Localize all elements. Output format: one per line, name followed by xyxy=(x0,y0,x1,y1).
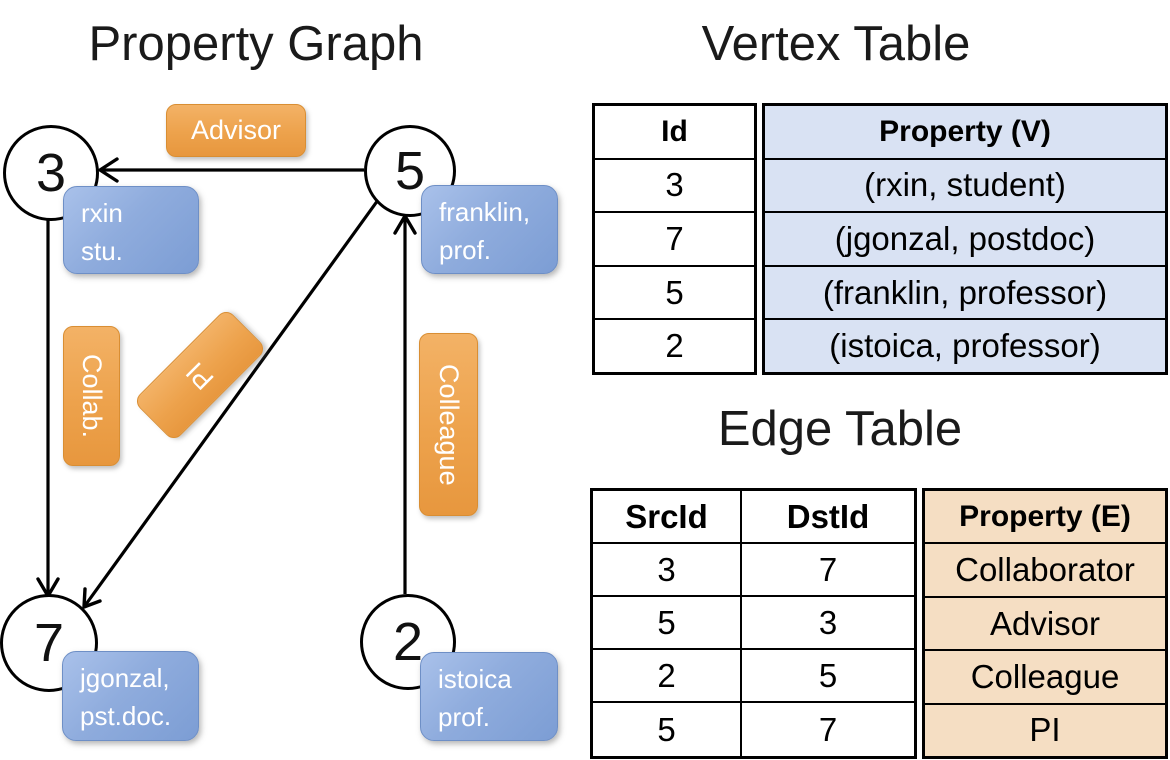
vertex-table-property-column: Property (V) (rxin, student) (jgonzal, p… xyxy=(762,103,1168,375)
edge-table-property-column: Property (E) Collaborator Advisor Collea… xyxy=(922,488,1168,759)
vertex-3-prop-line2: stu. xyxy=(81,236,123,266)
edge-label-collab-text: Collab. xyxy=(77,353,107,439)
vertex-5-prop-line1: franklin, xyxy=(439,197,531,227)
vertex-table-header-id: Id xyxy=(595,106,754,160)
edge-table-row-srcid: 5 xyxy=(593,597,742,650)
edge-label-collab: Collab. xyxy=(63,326,120,466)
vertex-table-row-id: 3 xyxy=(595,160,754,214)
edge-2-5-arrowhead xyxy=(393,214,417,235)
vertex-id-3: 3 xyxy=(35,143,67,203)
vertex-id-2: 2 xyxy=(392,612,424,672)
vertex-property-box-5: franklin, prof. xyxy=(421,185,558,274)
vertex-5-prop-line2: prof. xyxy=(439,235,492,265)
edge-table-header-property: Property (E) xyxy=(925,491,1165,545)
edge-table-row-dstid: 3 xyxy=(742,597,914,650)
vertex-property-box-7: jgonzal, pst.doc. xyxy=(62,651,199,741)
vertex-table-row-id: 5 xyxy=(595,267,754,321)
edge-5-7-arrowhead xyxy=(82,587,102,609)
edge-label-colleague-text: Colleague xyxy=(434,363,464,486)
edge-table-title: Edge Table xyxy=(717,402,963,456)
edge-table-row-property: Colleague xyxy=(925,651,1165,705)
edge-table-row-dstid: 7 xyxy=(742,544,914,597)
vertex-table: Id 3 7 5 2 Property (V) (rxin, student) … xyxy=(592,103,1168,375)
edge-table-row-dstid: 5 xyxy=(742,650,914,703)
vertex-2-prop-line2: prof. xyxy=(438,702,491,732)
edge-table-header-srcid: SrcId xyxy=(593,491,742,544)
vertex-circle-7: 7 xyxy=(0,594,98,692)
vertex-table-row-property: (istoica, professor) xyxy=(829,327,1101,365)
vertex-property-box-2: istoica prof. xyxy=(420,652,558,741)
vertex-7-prop-line1: jgonzal, xyxy=(80,663,170,693)
edge-label-advisor: Advisor xyxy=(166,104,306,157)
edge-table-row-srcid: 5 xyxy=(593,703,742,756)
property-graph-title: Property Graph xyxy=(88,17,424,71)
edge-table-row-srcid: 2 xyxy=(593,650,742,703)
vertex-id-5: 5 xyxy=(394,141,426,201)
vertex-table-id-column: Id 3 7 5 2 xyxy=(592,103,757,375)
edge-label-pi-text: PI xyxy=(180,355,220,395)
edge-table-header-dstid: DstId xyxy=(742,491,914,544)
vertex-table-header-property: Property (V) xyxy=(765,106,1165,160)
edge-table-row-property: Collaborator xyxy=(925,544,1165,598)
edge-table: SrcId DstId 3 7 5 3 2 5 5 7 Property (E)… xyxy=(590,488,1168,759)
vertex-table-row-id: 2 xyxy=(665,327,684,365)
vertex-table-row-id: 7 xyxy=(595,213,754,267)
vertex-id-7: 7 xyxy=(33,613,65,673)
edge-5-3-arrowhead xyxy=(98,157,119,183)
vertex-table-title: Vertex Table xyxy=(701,17,971,71)
edge-table-row-property: Advisor xyxy=(925,598,1165,652)
edge-table-row-property: PI xyxy=(1029,711,1061,749)
vertex-7-prop-line2: pst.doc. xyxy=(80,701,172,731)
edge-table-row-srcid: 3 xyxy=(593,544,742,597)
vertex-property-box-3: rxin stu. xyxy=(63,186,199,274)
vertex-3-prop-line1: rxin xyxy=(81,198,123,228)
vertex-2-prop-line1: istoica xyxy=(438,664,512,694)
edge-label-colleague: Colleague xyxy=(419,333,478,516)
vertex-table-row-property: (franklin, professor) xyxy=(765,267,1165,321)
edge-label-advisor-text: Advisor xyxy=(190,115,282,145)
edge-table-row-dstid: 7 xyxy=(818,710,838,748)
vertex-table-row-property: (rxin, student) xyxy=(765,160,1165,214)
edge-table-src-dst-columns: SrcId DstId 3 7 5 3 2 5 5 7 xyxy=(590,488,917,759)
vertex-table-row-property: (jgonzal, postdoc) xyxy=(765,213,1165,267)
vertex-circle-3: 3 xyxy=(3,125,99,221)
edge-label-pi: PI xyxy=(132,307,268,443)
